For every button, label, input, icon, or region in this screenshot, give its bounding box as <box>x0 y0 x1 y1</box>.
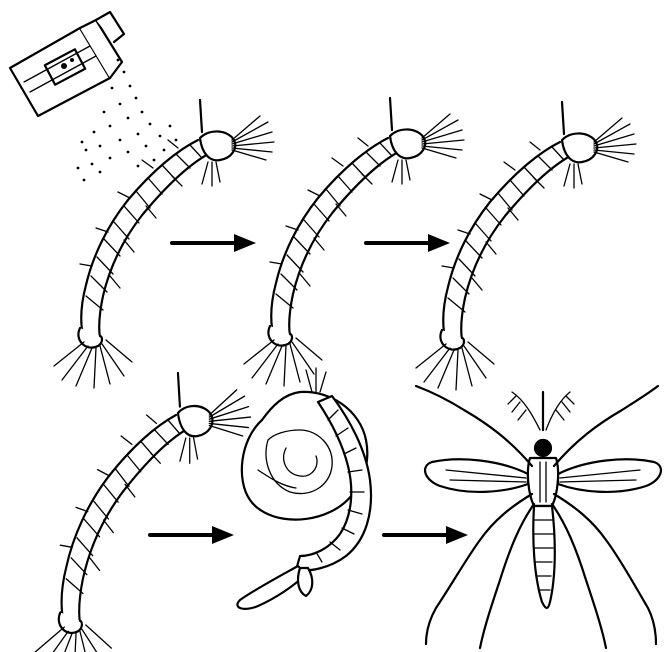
arrow-2 <box>366 234 450 252</box>
arrow-3 <box>150 526 234 544</box>
arrow-4 <box>384 526 468 544</box>
larva-stage-4 <box>35 373 251 652</box>
larva-stage-3 <box>416 102 636 390</box>
adult-mosquito <box>416 386 661 648</box>
spray-bottle-icon <box>10 12 124 116</box>
pupa <box>237 368 371 609</box>
arrow-1 <box>172 234 256 252</box>
